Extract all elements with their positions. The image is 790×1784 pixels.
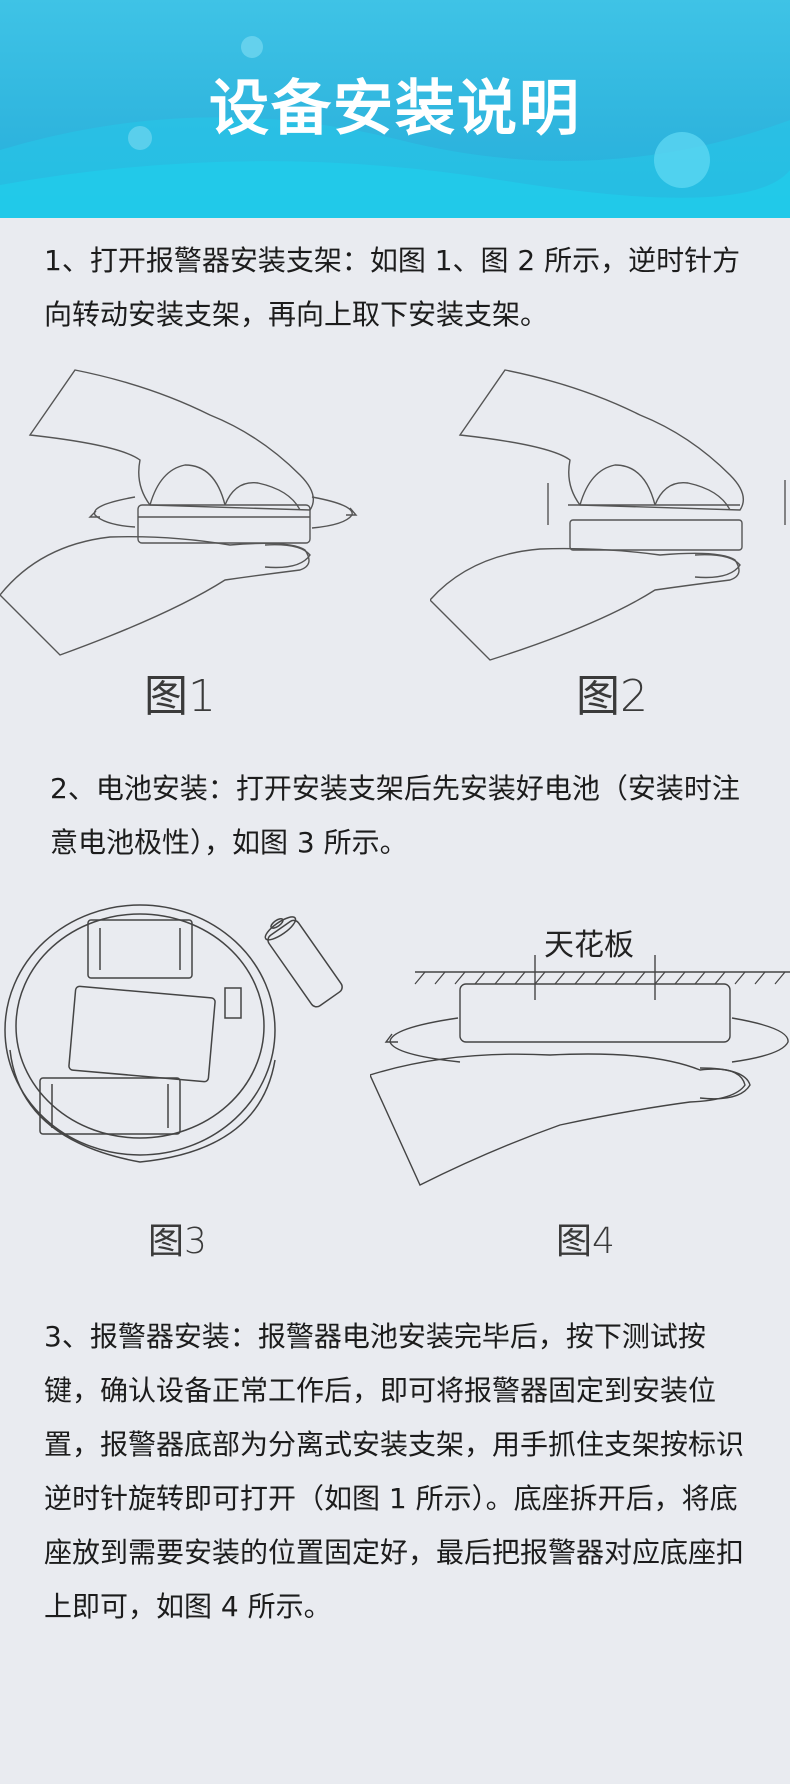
instruction-step-3: 3、报警器安装：报警器电池安装完毕后，按下测试按键，确认设备正常工作后，即可将报…	[44, 1320, 745, 1623]
figure-1-illustration	[0, 369, 358, 656]
figure-1-caption: 图1	[144, 671, 216, 722]
figure-2-caption: 图2	[576, 671, 648, 722]
instruction-step-2: 2、电池安装：打开安装支架后先安装好电池（安装时注意电池极性），如图 3 所示。	[50, 772, 740, 859]
figure-4-illustration	[370, 955, 790, 1186]
figure-3-illustration	[4, 904, 343, 1163]
header-banner: 设备安装说明	[0, 0, 790, 218]
page-title: 设备安装说明	[209, 74, 581, 144]
ceiling-label: 天花板	[544, 928, 634, 963]
figure-2-illustration	[430, 369, 786, 661]
banner-decoration	[0, 36, 790, 218]
instruction-step-1: 1、打开报警器安装支架：如图 1、图 2 所示，逆时针方向转动安装支架，再向上取…	[44, 244, 741, 331]
figure-3-caption: 图3	[148, 1221, 207, 1262]
figure-4-caption: 图4	[556, 1221, 615, 1262]
